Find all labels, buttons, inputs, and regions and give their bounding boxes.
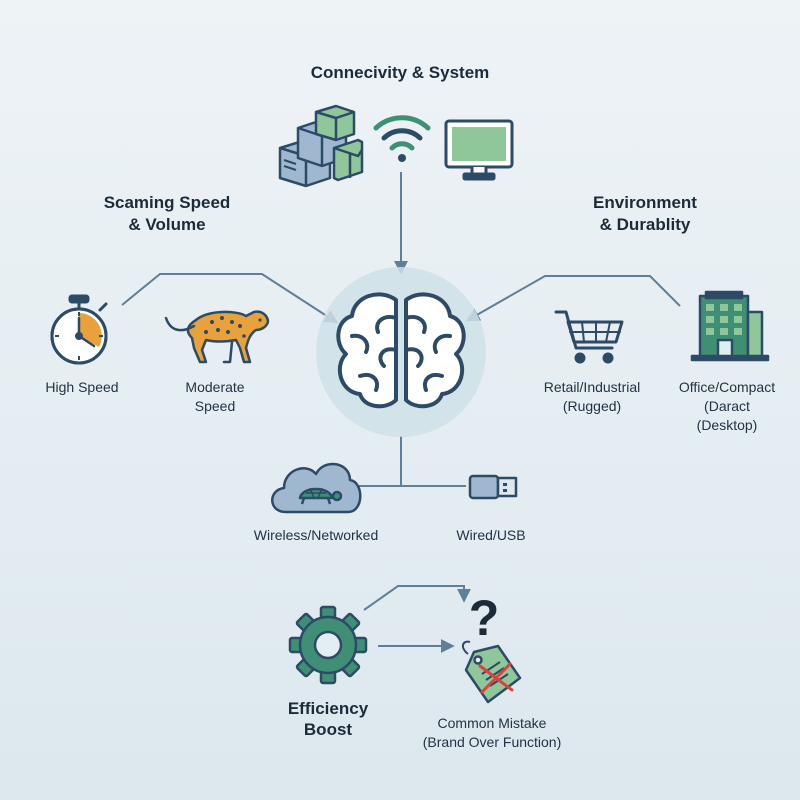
label-office-line-3: (Desktop) <box>696 417 758 433</box>
header-environment-line-2: & Durablity <box>599 215 691 234</box>
label-common-mistake: Common Mistake (Brand Over Function) <box>402 714 582 752</box>
label-moderate-line-2: Speed <box>194 398 236 414</box>
header-environment-line-1: Environment <box>593 193 697 212</box>
usb-plug-icon <box>468 474 518 500</box>
label-retail-line-2: (Rugged) <box>562 398 622 414</box>
label-efficiency-line-2: Boost <box>303 720 353 739</box>
header-scanning-speed: Scaming Speed & Volume <box>72 192 262 236</box>
label-moderate-line-1: Moderate <box>185 379 245 395</box>
header-scanning-line-1: Scaming Speed <box>103 193 231 212</box>
label-office-line-2: (Daract <box>704 398 750 414</box>
cloud-turtle-icon <box>271 462 362 514</box>
wifi-icon <box>373 115 431 162</box>
label-office-line-1: Office/Compact <box>678 379 776 395</box>
connector-right <box>465 275 681 322</box>
brain-icon <box>336 292 466 409</box>
label-wireless-networked: Wireless/Networked <box>253 527 379 543</box>
label-office-compact: Office/Compact (Daract (Desktop) <box>664 378 790 435</box>
label-high-speed: High Speed <box>45 379 119 395</box>
connector-left <box>121 273 339 324</box>
stopwatch-icon <box>50 294 108 365</box>
label-efficiency-boost: Efficiency Boost <box>268 698 388 740</box>
label-mistake-line-2: (Brand Over Function) <box>422 734 562 750</box>
boxes-stack-icon <box>278 104 364 188</box>
connector-gear-up <box>363 585 471 611</box>
price-tag-icon <box>462 640 522 704</box>
label-efficiency-line-1: Efficiency <box>287 699 369 718</box>
question-mark-icon: ? <box>468 590 500 646</box>
office-building-icon <box>690 290 770 362</box>
label-retail-industrial: Retail/Industrial (Rugged) <box>522 378 662 416</box>
gear-icon <box>288 605 368 685</box>
connectors <box>121 172 681 653</box>
header-connectivity: Connecivity & System <box>310 63 490 82</box>
cheetah-icon <box>164 310 270 364</box>
label-mistake-line-1: Common Mistake <box>437 715 547 731</box>
label-wired-usb: Wired/USB <box>456 527 526 543</box>
label-moderate-speed: Moderate Speed <box>160 378 270 416</box>
header-scanning-line-2: & Volume <box>128 215 206 234</box>
monitor-icon <box>444 119 514 181</box>
header-environment: Environment & Durablity <box>545 192 745 236</box>
shopping-cart-icon <box>554 310 624 364</box>
label-retail-line-1: Retail/Industrial <box>543 379 641 395</box>
